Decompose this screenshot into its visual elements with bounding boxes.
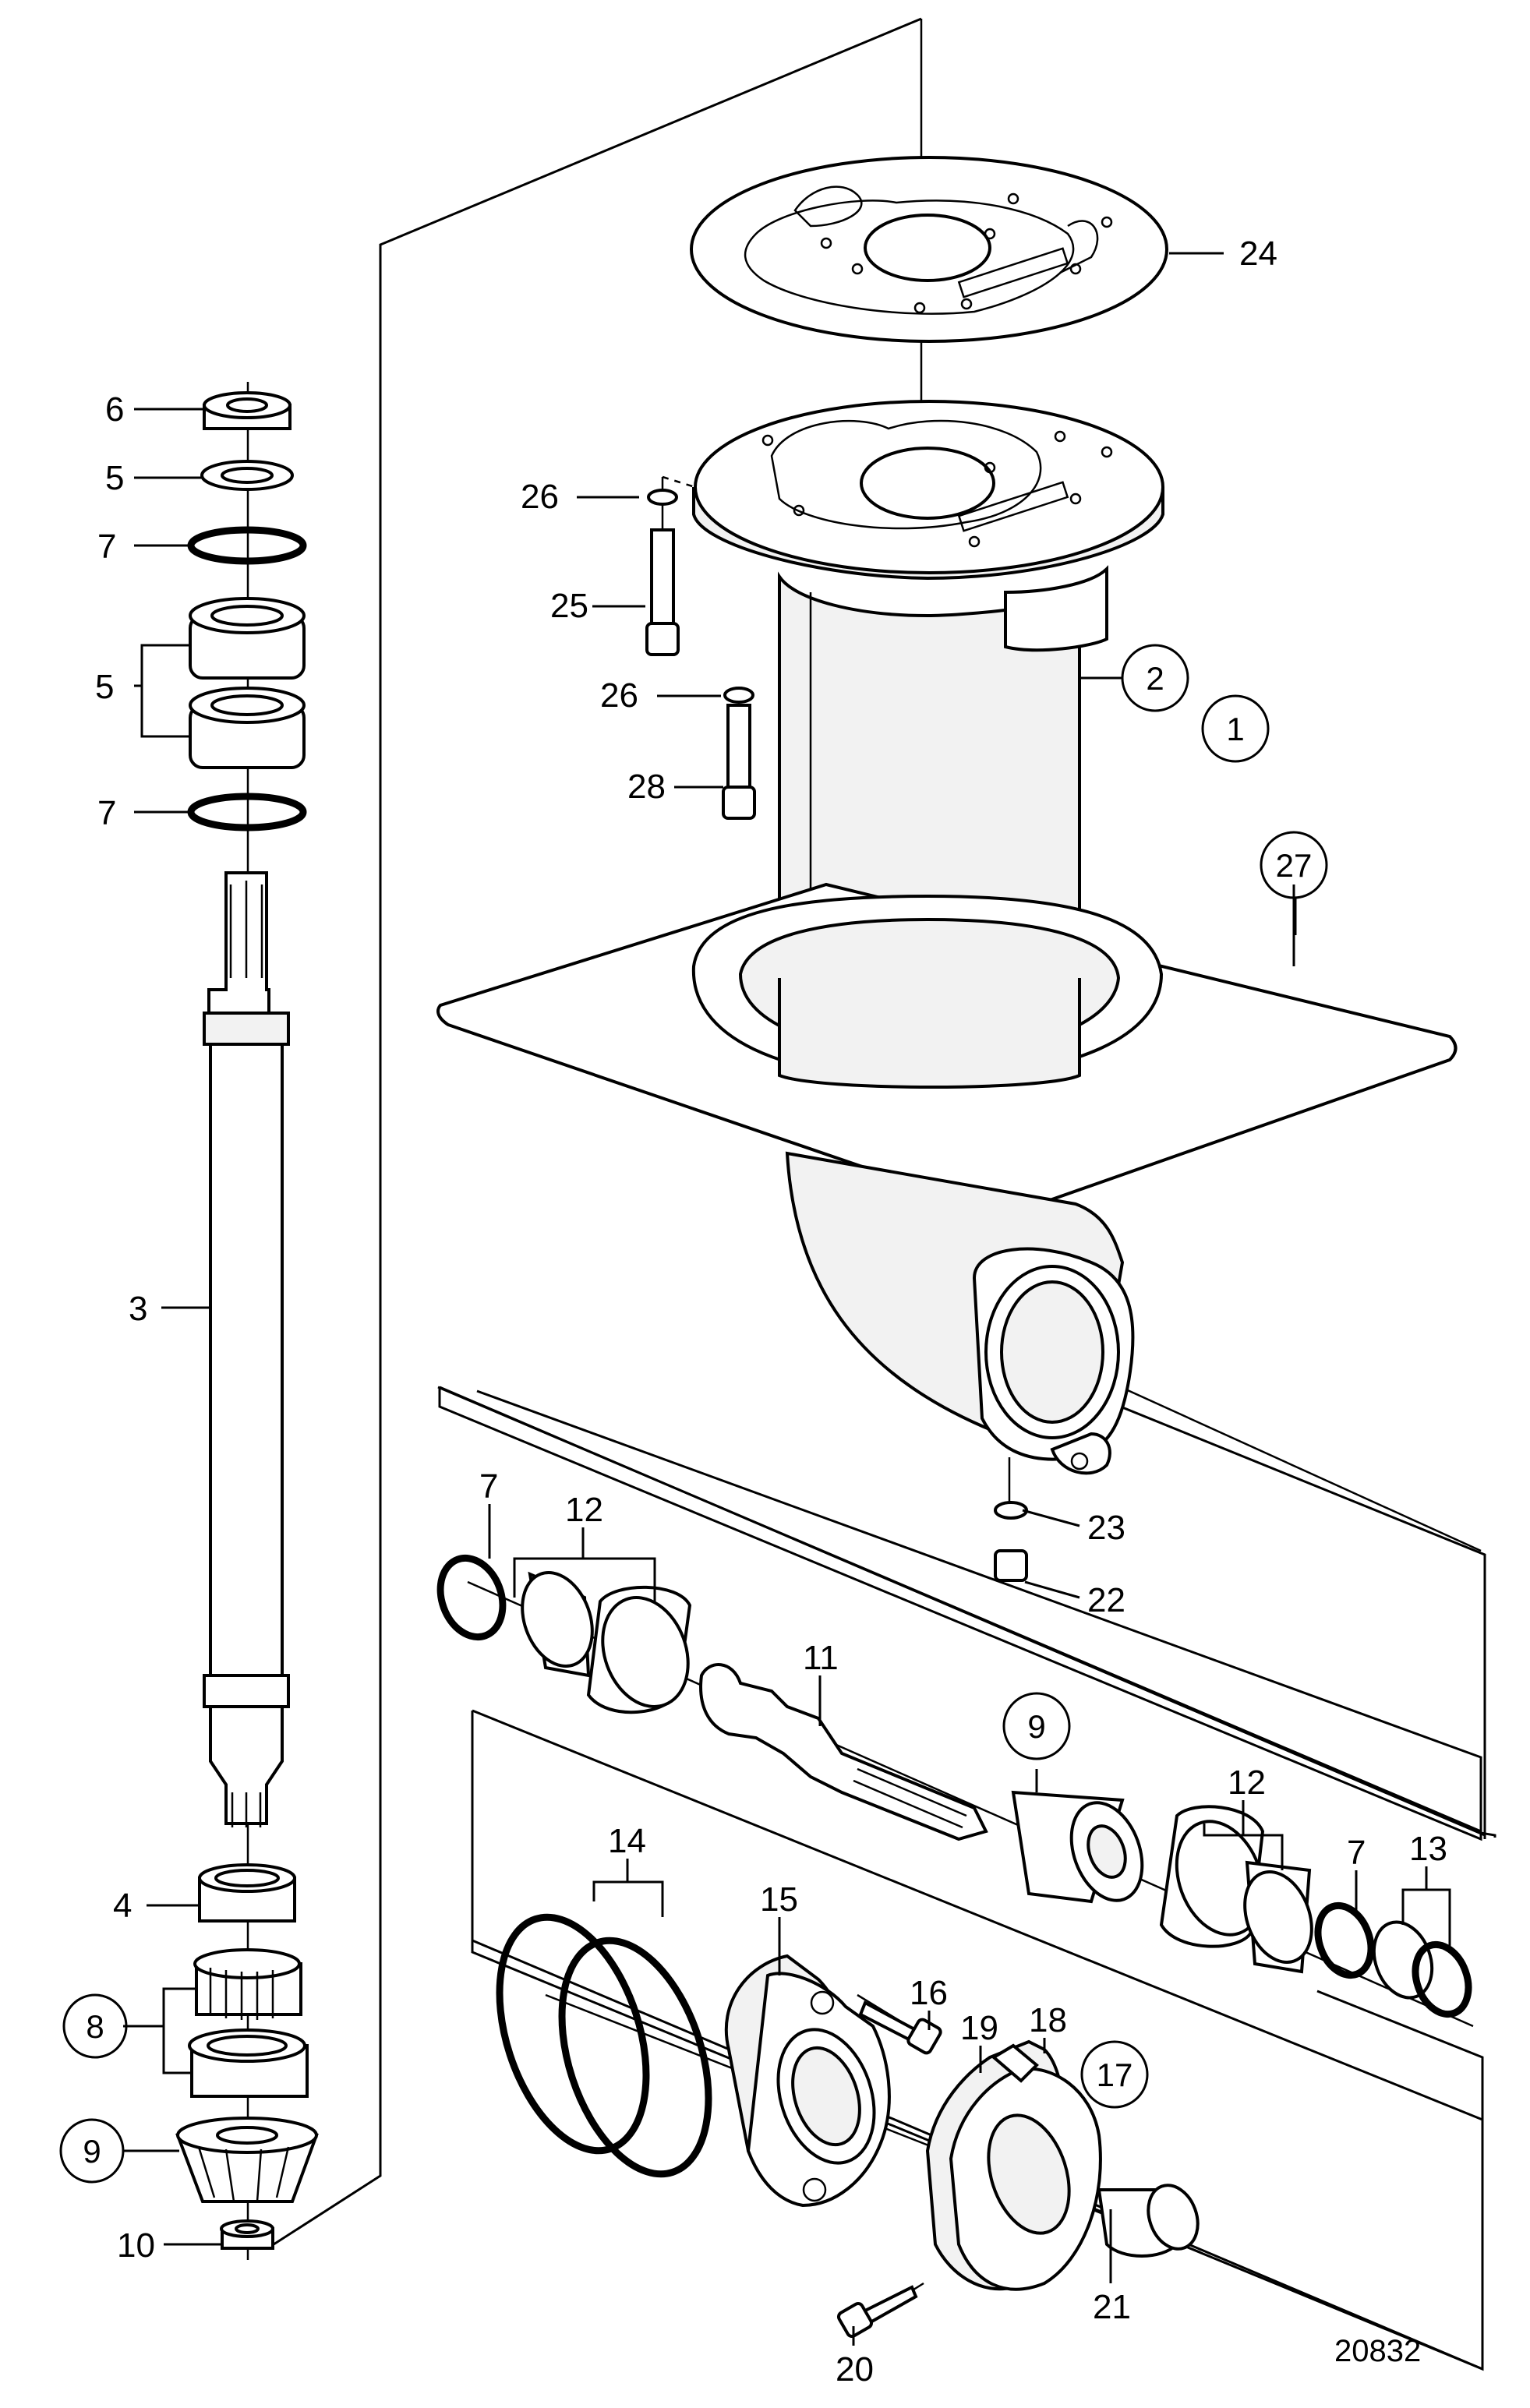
upper-gear-frame xyxy=(439,1358,1486,1839)
label-7-output: 7 xyxy=(479,1467,498,1506)
label-2: 2 xyxy=(1146,660,1164,697)
label-6: 6 xyxy=(105,390,124,429)
label-28: 28 xyxy=(627,768,666,806)
label-7-top: 7 xyxy=(97,528,116,566)
label-7-right: 7 xyxy=(1347,1834,1366,1872)
gear-housing xyxy=(785,1151,1135,1475)
lower-gear-frame xyxy=(471,1711,1484,2371)
label-18: 18 xyxy=(1029,2001,1067,2039)
circle-8 xyxy=(62,1993,128,2059)
label-11: 11 xyxy=(803,1639,839,1677)
gasket-plate-24 xyxy=(690,156,1168,343)
label-3: 3 xyxy=(129,1290,147,1328)
label-9-left: 9 xyxy=(83,2133,101,2170)
label-23: 23 xyxy=(1087,1509,1125,1547)
leader-lines xyxy=(123,252,1451,2346)
label-21: 21 xyxy=(1093,2288,1131,2326)
label-4: 4 xyxy=(113,1887,132,1925)
circle-9a xyxy=(59,2118,125,2184)
label-13: 13 xyxy=(1409,1830,1447,1868)
label-17: 17 xyxy=(1097,2057,1133,2093)
vertical-shaft-assembly xyxy=(175,391,319,2250)
label-8: 8 xyxy=(86,2008,104,2045)
figure-number: 20832 xyxy=(1334,2334,1421,2368)
circle-9b xyxy=(1002,1692,1071,1760)
label-25: 25 xyxy=(550,587,588,625)
label-26-lower: 26 xyxy=(600,676,638,715)
gear-frame-lower-top xyxy=(472,1709,1483,2121)
label-22: 22 xyxy=(1087,1581,1125,1619)
label-27: 27 xyxy=(1276,847,1313,884)
seal-plate-27 xyxy=(436,882,1458,1218)
label-15: 15 xyxy=(760,1880,798,1919)
label-16: 16 xyxy=(910,1974,948,2012)
label-12-left: 12 xyxy=(565,1491,603,1529)
part-labels: 24 26 25 26 28 2 1 27 6 5 7 5 7 3 4 8 9 … xyxy=(83,235,1447,2389)
fasteners-top xyxy=(645,489,1028,1582)
label-circles xyxy=(59,644,1328,2184)
label-5-bearings: 5 xyxy=(95,668,114,706)
label-10: 10 xyxy=(117,2226,155,2265)
label-7-mid: 7 xyxy=(97,794,116,832)
circle-17 xyxy=(1080,2040,1149,2109)
label-20: 20 xyxy=(836,2350,874,2389)
output-shaft-frame xyxy=(438,1387,1482,1841)
label-5-washer: 5 xyxy=(105,459,124,497)
circle-2 xyxy=(1121,644,1189,712)
label-12-right: 12 xyxy=(1228,1764,1266,1802)
bearing-carrier-assembly xyxy=(496,1913,1200,2339)
label-14: 14 xyxy=(608,1822,646,1860)
label-24: 24 xyxy=(1239,235,1277,273)
label-1: 1 xyxy=(1226,711,1244,747)
housing-frame-outline xyxy=(270,17,922,2247)
label-19: 19 xyxy=(960,2009,998,2047)
label-9-right: 9 xyxy=(1027,1708,1045,1745)
sub-assembly-frames xyxy=(439,1358,1486,2371)
output-shaft-assembly xyxy=(436,1554,1472,2018)
label-26-upper: 26 xyxy=(521,478,559,516)
circle-27 xyxy=(1260,831,1328,899)
circle-1 xyxy=(1201,694,1270,763)
